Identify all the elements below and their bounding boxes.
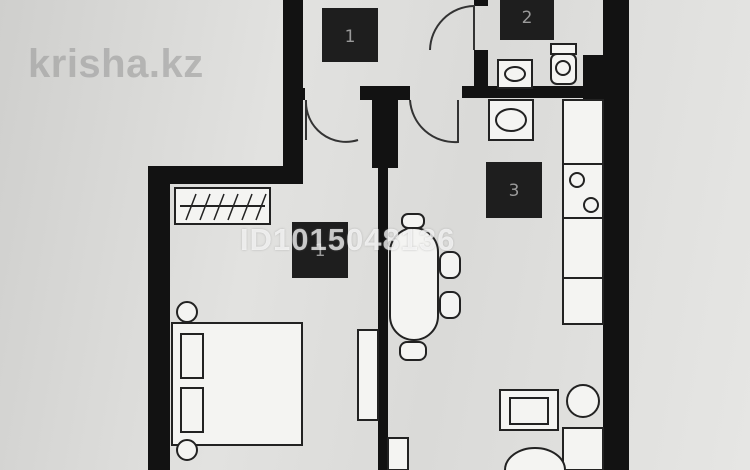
wall-left [148,166,170,470]
nightstand-bottom [176,439,198,461]
pillow-2 [180,387,204,433]
room-number-boxes: 1 2 3 1 [292,0,554,278]
wall-bedroom-kitchen [378,168,388,470]
room-number-bedroom: 1 [315,241,326,261]
room-number-hall: 1 [345,27,356,47]
room-label-kitchen: 3 [486,162,542,218]
tv-unit [387,437,409,470]
wall-step [148,166,303,184]
walls [148,0,629,470]
wall-top-stub [474,0,488,6]
nightstand-top [176,301,198,323]
chair-bottom [399,341,427,361]
bedroom-furniture [171,187,379,461]
wall-right [603,0,629,470]
room-label-hall: 1 [322,8,378,62]
chair-top [401,213,425,229]
doors [304,4,475,144]
fridge [562,277,604,325]
listing-id-watermark: ID1015048136 [240,222,456,257]
coffee-table [566,384,600,418]
toilet-tank [550,43,577,55]
sofa-round [504,447,566,470]
bedroom-desk [357,329,379,421]
wall-hall-pillar [372,86,398,168]
chair-right-1 [439,251,461,279]
toilet-seat [555,60,571,76]
sink-bowl [504,66,526,82]
krisha-watermark-logo: krisha.kz [28,42,204,86]
wall-bath-left [474,50,488,98]
wall-bath-right-post [583,55,605,110]
dining-set [389,213,461,361]
burner-2 [583,197,599,213]
kitchen-sink-bowl [495,108,527,132]
room-number-kitchen: 3 [509,181,520,201]
door-swing-bath [429,4,475,51]
room-number-bathroom: 2 [522,8,533,28]
kitchen-fixtures [488,99,604,325]
wall-hall-left-stub [283,88,305,100]
room-label-bathroom: 2 [500,0,554,40]
bathroom-fixtures [497,43,602,121]
armchair-seat [509,397,549,425]
burner-1 [569,172,585,188]
room-label-bedroom: 1 [292,222,348,278]
side-cabinet [562,427,604,470]
wardrobe-hatch [185,193,267,221]
lounge-furniture [387,384,604,470]
chair-right-2 [439,291,461,319]
door-swing-hall-left [304,99,359,143]
door-swing-hall-right [409,99,459,144]
pillow-1 [180,333,204,379]
